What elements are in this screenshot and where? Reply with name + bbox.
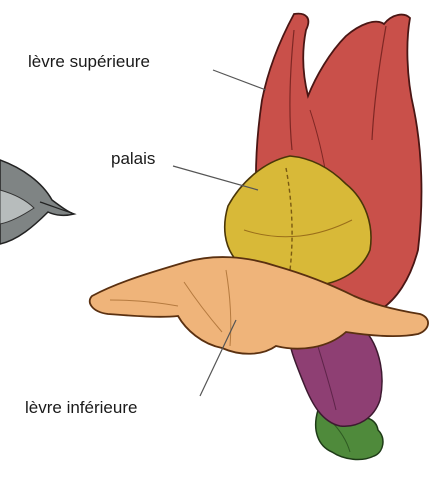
label-upper-lip: lèvre supérieure: [28, 53, 150, 70]
label-lower-lip: lèvre inférieure: [25, 399, 137, 416]
leader-line-upper-lip: [213, 70, 266, 90]
side-view-flower-fragment: [0, 160, 74, 244]
leader-line-palate: [173, 166, 258, 190]
label-palate: palais: [111, 150, 155, 167]
